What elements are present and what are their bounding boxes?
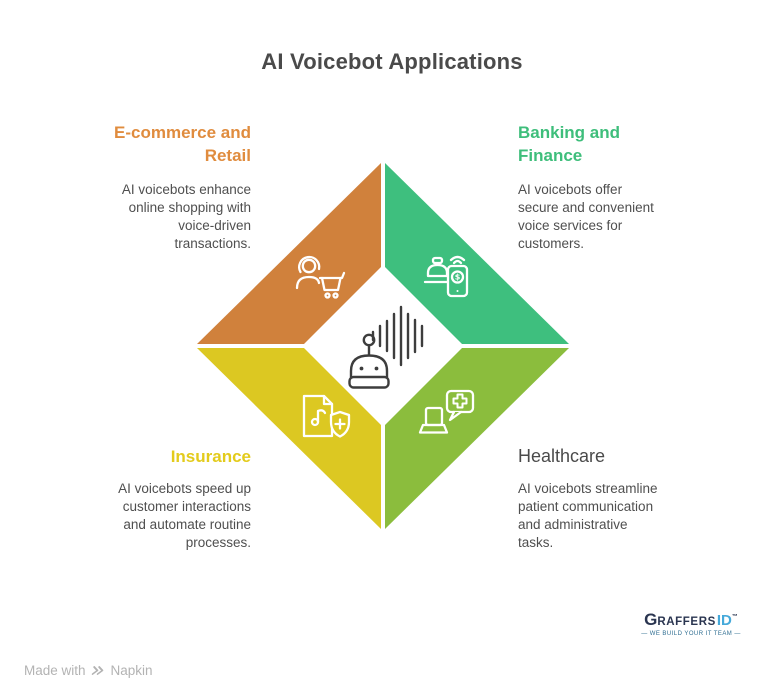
healthcare-description: AI voicebots streamline patient communic…: [518, 481, 658, 550]
healthcare-heading: Healthcare: [518, 446, 606, 466]
graffersid-tagline: — WE BUILD YOUR IT TEAM —: [641, 631, 741, 637]
ecommerce-description: AI voicebots enhance online shopping wit…: [121, 182, 251, 251]
insurance-description: AI voicebots speed up customer interacti…: [118, 481, 251, 550]
bell-payment-phone-icon: $: [423, 255, 469, 298]
healthcare-laptop-chat-icon: [418, 389, 475, 434]
logo-text-raffers: RAFFERS: [657, 616, 716, 628]
made-with-label: Made with: [24, 663, 86, 678]
logo-text-id: ID: [716, 612, 732, 629]
quadrant-banking-shape: [385, 163, 569, 344]
sound-wave-icon: [371, 305, 424, 367]
banking-heading: Banking and Finance: [518, 123, 621, 166]
trademark-mark: ™: [731, 614, 738, 620]
quadrant-insurance-shape: [197, 348, 381, 529]
dollar-symbol: $: [455, 273, 461, 282]
napkin-logo-icon: [91, 666, 103, 675]
insurance-heading: Insurance: [170, 447, 251, 466]
page-title: AI Voicebot Applications: [261, 49, 523, 74]
napkin-brand-label: Napkin: [110, 663, 153, 678]
support-agent-cart-icon: [295, 255, 346, 299]
quadrant-ecommerce-shape: [197, 163, 381, 344]
quadrant-healthcare-shape: [385, 348, 569, 529]
ecommerce-heading: E-commerce and Retail: [114, 123, 251, 166]
center-diamond: [302, 265, 464, 427]
insurance-document-shield-icon: [302, 394, 351, 438]
napkin-attribution[interactable]: Made with Napkin: [24, 663, 153, 678]
logo-letter-g: G: [644, 610, 658, 629]
banking-description: AI voicebots offer secure and convenient…: [518, 182, 654, 251]
